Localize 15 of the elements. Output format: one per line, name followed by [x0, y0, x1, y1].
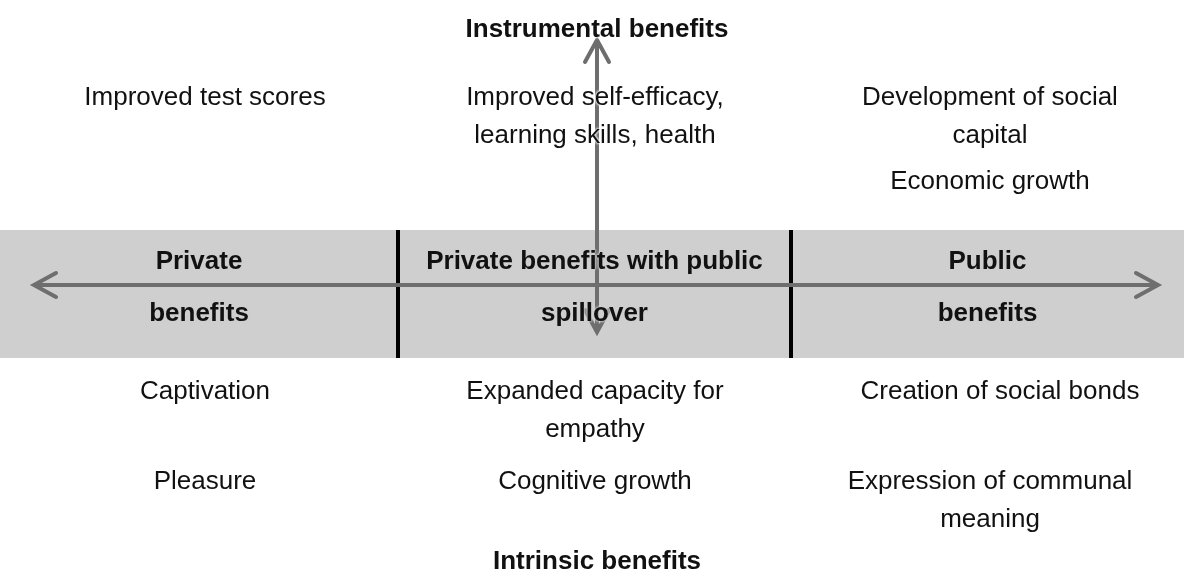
column-heading: Private benefits — [148, 244, 250, 329]
band-background — [0, 230, 1184, 358]
column-heading: Public benefits — [936, 244, 1039, 329]
benefit-text: Cognitive growth — [497, 464, 693, 497]
benefit-text: Expanded capacity for empathy — [465, 374, 725, 445]
benefit-text: Improved test scores — [83, 80, 327, 113]
benefit-text: Economic growth — [889, 164, 1091, 197]
column-heading: Private benefits with public spillover — [425, 244, 764, 329]
axis-label: Instrumental benefits — [464, 12, 730, 45]
axis-label: Intrinsic benefits — [491, 544, 702, 577]
benefit-text: Development of social capital — [861, 80, 1119, 151]
benefit-text: Captivation — [138, 374, 272, 407]
benefit-text: Pleasure — [152, 464, 258, 497]
benefit-text: Creation of social bonds — [859, 374, 1141, 407]
benefit-text: Expression of communal meaning — [846, 464, 1134, 535]
